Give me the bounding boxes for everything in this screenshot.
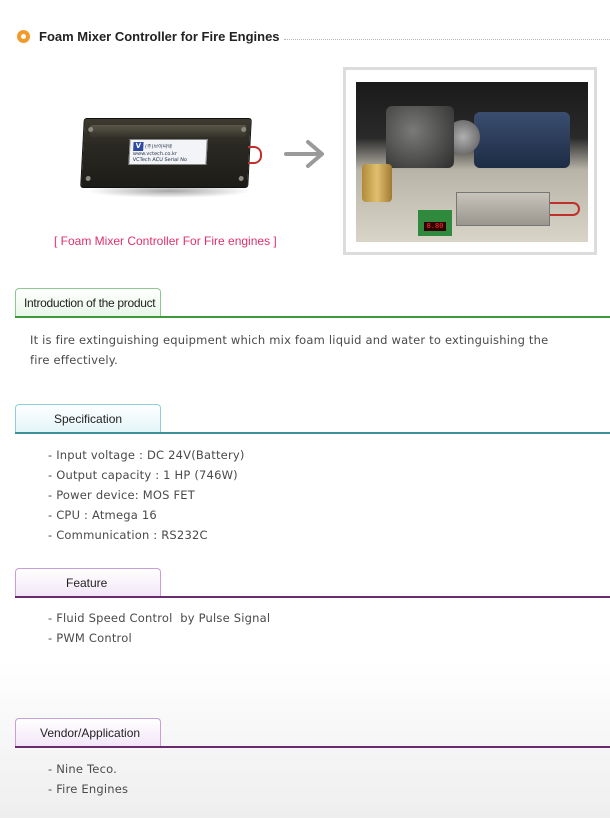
installation-photo: 8.80: [356, 82, 588, 242]
list-item: - PWM Control: [48, 631, 132, 645]
page-title: Foam Mixer Controller for Fire Engines: [39, 28, 280, 44]
title-dotted-divider: [283, 38, 610, 40]
controller-lid: [89, 125, 247, 137]
list-item: - Communication : RS232C: [48, 528, 208, 542]
feature-rule: [15, 596, 610, 598]
feature-list: - Fluid Speed Control by Pulse Signal - …: [48, 608, 270, 648]
installation-photo-frame: 8.80: [343, 67, 597, 255]
label-model: VCTech ACU Serial No: [132, 157, 188, 163]
motor: [474, 112, 570, 168]
vendor-list: - Nine Teco. - Fire Engines: [48, 759, 128, 799]
screw-icon: [238, 176, 244, 181]
tab-vendor-application: Vendor/Application: [15, 718, 161, 747]
orange-bullet-icon: [17, 29, 30, 43]
specification-rule: [15, 432, 610, 434]
list-item: - Fluid Speed Control by Pulse Signal: [48, 611, 271, 625]
list-item: - Fire Engines: [48, 782, 129, 796]
product-caption: [ Foam Mixer Controller For Fire engines…: [54, 234, 277, 248]
red-wire: [248, 146, 262, 164]
introduction-rule: [15, 316, 610, 318]
list-item: - Power device: MOS FET: [48, 488, 195, 502]
tab-introduction: Introduction of the product: [15, 288, 161, 317]
specification-list: - Input voltage : DC 24V(Battery) - Outp…: [48, 445, 245, 545]
controller-in-photo: [456, 192, 550, 226]
page-header: Foam Mixer Controller for Fire Engines: [17, 26, 610, 46]
right-arrow-icon: [284, 140, 324, 168]
brass-valve: [362, 164, 392, 202]
list-item: - Nine Teco.: [48, 762, 117, 776]
list-item: - Output capacity : 1 HP (746W): [48, 468, 238, 482]
screw-icon: [85, 176, 91, 181]
red-wire: [550, 202, 580, 216]
introduction-text: It is fire extinguishing equipment which…: [30, 333, 549, 367]
product-label: V (주)브이씨텍 www.vctech.co.kr VCTech ACU Se…: [128, 139, 208, 165]
pump: [386, 106, 454, 168]
vendor-rule: [15, 746, 610, 748]
led-display: 8.80: [424, 222, 446, 231]
label-brand: (주)브이씨텍: [144, 144, 172, 150]
tab-feature: Feature: [15, 568, 161, 597]
list-item: - CPU : Atmega 16: [48, 508, 157, 522]
controller-box: V (주)브이씨텍 www.vctech.co.kr VCTech ACU Se…: [80, 118, 252, 188]
vctech-logo-icon: V: [133, 142, 144, 151]
tab-specification: Specification: [15, 404, 161, 433]
list-item: - Input voltage : DC 24V(Battery): [48, 448, 245, 462]
product-image: V (주)브이씨텍 www.vctech.co.kr VCTech ACU Se…: [80, 116, 262, 198]
